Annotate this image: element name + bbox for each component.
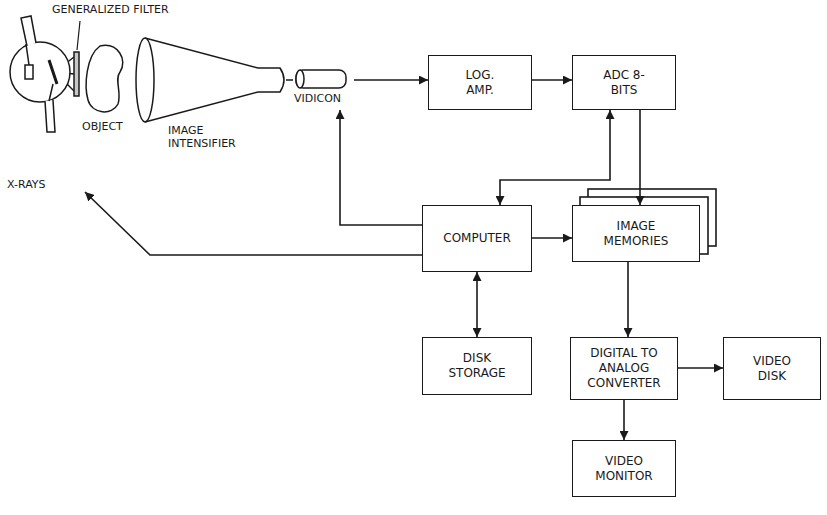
signal-arrow [476, 272, 478, 337]
box-label: VIDEO DISK [745, 354, 800, 384]
process-box: VIDEO MONITOR [572, 440, 676, 497]
process-box: IMAGE MEMORIES [572, 205, 700, 262]
box-label: IMAGE MEMORIES [596, 219, 676, 249]
signal-arrow [85, 192, 422, 255]
part-label: OBJECT [82, 120, 123, 133]
process-box: DISK STORAGE [422, 337, 532, 395]
process-box: COMPUTER [422, 205, 532, 272]
vidicon-camera: VIDICON [290, 66, 354, 110]
leader-line [77, 21, 80, 50]
signal-arrow [639, 110, 641, 205]
box-label: VIDEO MONITOR [589, 454, 659, 484]
intensifier-body [145, 92, 258, 122]
device-label: VIDICON [294, 92, 341, 105]
intensifier-neck [258, 68, 284, 92]
device-label: X-RAYS [7, 178, 46, 191]
signal-arrow [532, 237, 572, 239]
signal-arrow [340, 110, 422, 225]
signal-arrow [354, 79, 428, 81]
signal-arrow [627, 262, 629, 337]
box-label: ADC 8-BITS [594, 68, 654, 98]
object-shape [86, 45, 123, 111]
signal-arrow [532, 79, 572, 81]
box-label: COMPUTER [443, 231, 510, 246]
xray-source: X-RAYS [5, 10, 85, 192]
box-label: LOG. AMP. [455, 68, 505, 98]
signal-arrow [678, 367, 723, 369]
optic-link [286, 79, 293, 81]
process-box: VIDEO DISK [723, 337, 821, 400]
intensifier-face [136, 38, 154, 122]
box-label: DISK STORAGE [442, 351, 512, 381]
part-label: IMAGE INTENSIFIER [168, 124, 258, 150]
xray-tube [5, 10, 85, 192]
box-label: DIGITAL TO ANALOG CONVERTER [578, 346, 670, 391]
filter-plate [74, 52, 79, 96]
process-box: ADC 8-BITS [572, 55, 676, 110]
process-box: LOG. AMP. [428, 55, 532, 110]
signal-arrow [623, 400, 625, 440]
process-box: DIGITAL TO ANALOG CONVERTER [570, 337, 678, 400]
part-label: GENERALIZED FILTER [52, 3, 169, 16]
signal-arrow [500, 110, 610, 205]
intensifier-body [145, 38, 258, 68]
